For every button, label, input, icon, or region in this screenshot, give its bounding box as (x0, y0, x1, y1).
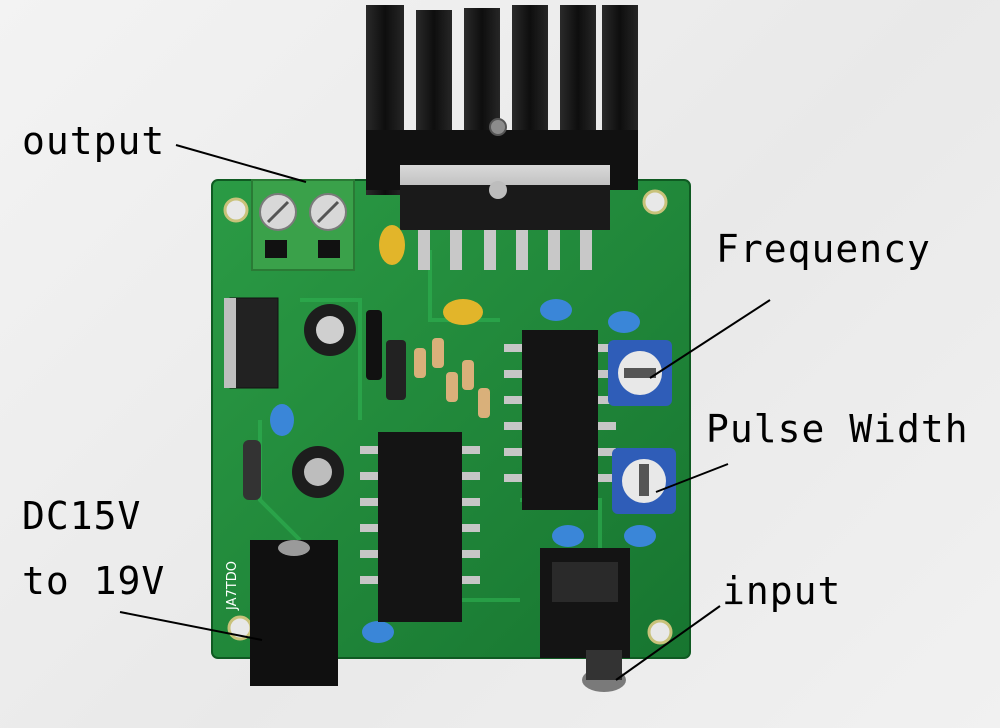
yellow-capacitor (443, 299, 483, 325)
pulse-width-trimmer (612, 448, 676, 514)
callout-lines (119, 144, 771, 681)
diode (243, 440, 261, 500)
electrolytic-capacitor (292, 446, 344, 498)
silkscreen-maker: JA7TDO (225, 561, 240, 611)
voltage-regulator (224, 297, 279, 389)
power-label-line1: DC15V (22, 494, 142, 538)
electrolytic-capacitor (304, 304, 356, 356)
yellow-capacitor (379, 225, 405, 265)
power-label-line2: to 19V (22, 559, 166, 603)
input-label: input (722, 569, 842, 613)
resistors (414, 338, 490, 418)
output-terminal-block (251, 179, 355, 271)
power-ic (400, 165, 610, 270)
frequency-trimmer (608, 340, 672, 406)
diode (366, 310, 382, 380)
frequency-label: Frequency (716, 227, 931, 271)
blue-capacitors (270, 299, 656, 643)
diode (386, 340, 406, 400)
ic-chip-left (360, 432, 480, 622)
ic-chip-right (504, 330, 616, 510)
output-label: output (22, 119, 166, 163)
input-jack (540, 548, 630, 692)
dc-power-jack (250, 540, 338, 686)
pulse-width-label: Pulse Width (706, 407, 969, 451)
